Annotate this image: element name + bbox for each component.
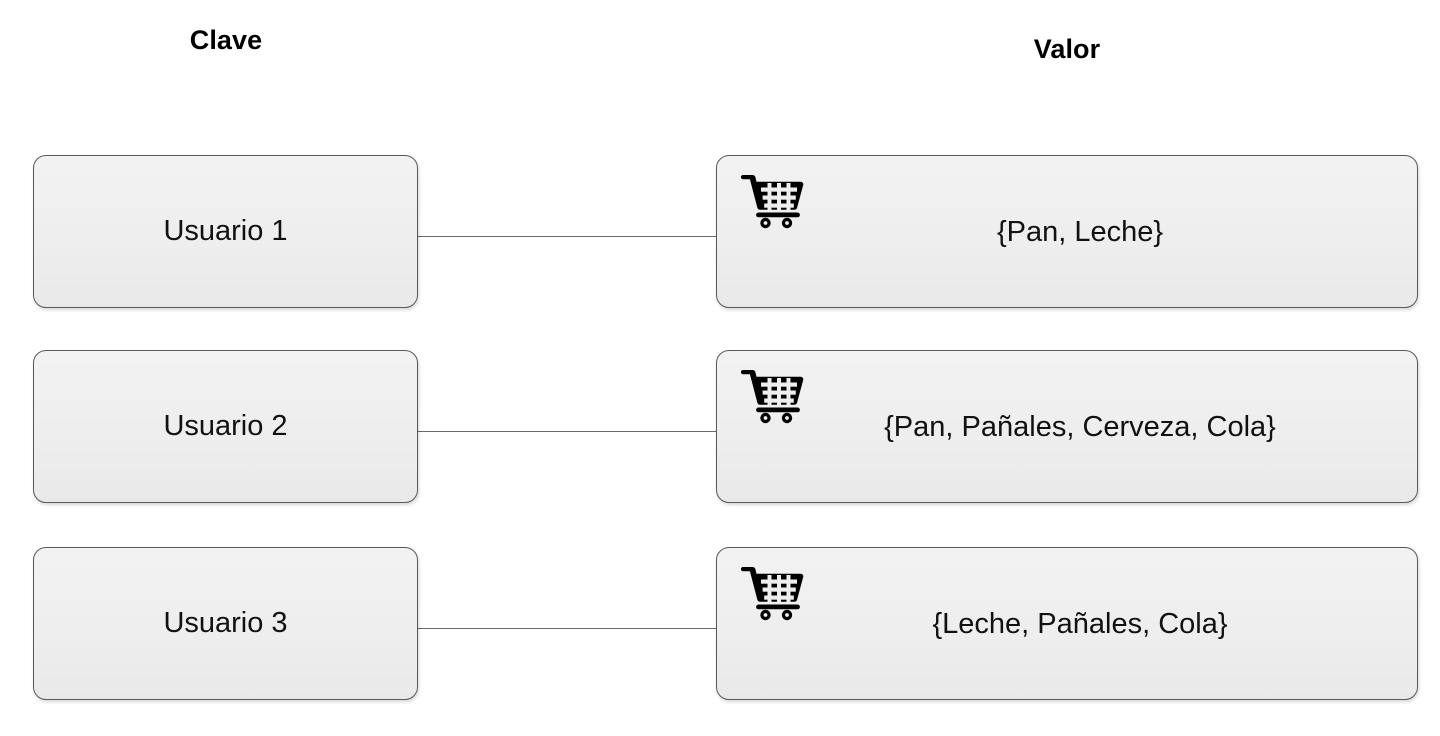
value-node[interactable]: {Pan, Pañales, Cerveza, Cola} xyxy=(716,350,1418,503)
value-node[interactable]: {Pan, Leche} xyxy=(716,155,1418,308)
key-value-row: Usuario 3 {Leche, P xyxy=(0,547,1440,700)
value-node[interactable]: {Leche, Pañales, Cola} xyxy=(716,547,1418,700)
column-header-clave: Clave xyxy=(189,25,263,55)
connector-line xyxy=(417,236,717,237)
key-node-label: Usuario 2 xyxy=(163,410,288,442)
key-node[interactable]: Usuario 2 xyxy=(33,350,418,503)
connector-line xyxy=(417,431,717,432)
key-value-row: Usuario 1 {Pan, Lec xyxy=(0,155,1440,308)
connector-line xyxy=(417,628,717,629)
key-node-label: Usuario 3 xyxy=(163,607,288,639)
key-node[interactable]: Usuario 3 xyxy=(33,547,418,700)
value-node-label: {Leche, Pañales, Cola} xyxy=(932,607,1228,640)
column-header-valor: Valor xyxy=(1033,34,1101,64)
shopping-cart-icon xyxy=(741,366,805,424)
value-node-label: {Pan, Leche} xyxy=(996,215,1164,248)
value-node-label: {Pan, Pañales, Cerveza, Cola} xyxy=(884,410,1276,443)
key-value-row: Usuario 2 {Pan, Pañ xyxy=(0,350,1440,503)
key-node[interactable]: Usuario 1 xyxy=(33,155,418,308)
shopping-cart-icon xyxy=(741,171,805,229)
key-node-label: Usuario 1 xyxy=(163,215,288,247)
shopping-cart-icon xyxy=(741,563,805,621)
